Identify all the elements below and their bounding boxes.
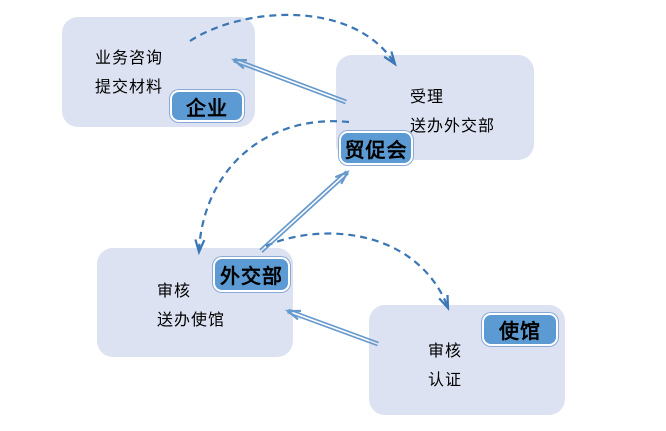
node-text-line: 送办使馆 bbox=[157, 310, 226, 329]
node-text-line: 业务咨询 bbox=[95, 48, 164, 67]
node-ccpit-text: 受理 送办外交部 bbox=[410, 82, 495, 140]
edge-solid-mfa-to-ccpit bbox=[259, 170, 350, 253]
node-text-line: 审核 bbox=[428, 341, 463, 360]
badge-embassy: 使馆 bbox=[482, 313, 558, 346]
node-mfa: 审核 送办使馆 外交部 bbox=[97, 248, 293, 357]
node-text-line: 送办外交部 bbox=[410, 116, 496, 135]
edge-solid-embassy-to-mfa bbox=[284, 308, 379, 347]
node-text-line: 受理 bbox=[410, 87, 445, 106]
edge-dashed-ccpit-to-mfa bbox=[194, 120, 350, 256]
node-ccpit: 受理 送办外交部 贸促会 bbox=[336, 55, 534, 165]
badge-mfa: 外交部 bbox=[213, 257, 290, 292]
node-embassy: 审核 认证 使馆 bbox=[369, 305, 565, 415]
node-mfa-text: 审核 送办使馆 bbox=[157, 276, 225, 334]
badge-enterprise: 企业 bbox=[170, 90, 244, 122]
node-text-line: 审核 bbox=[157, 281, 192, 300]
node-embassy-text: 审核 认证 bbox=[428, 336, 462, 394]
edge-dashed-mfa-to-embassy bbox=[265, 232, 450, 311]
node-text-line: 认证 bbox=[428, 370, 463, 389]
node-enterprise: 业务咨询 提交材料 企业 bbox=[62, 17, 255, 127]
node-text-line: 提交材料 bbox=[95, 77, 164, 96]
badge-ccpit: 贸促会 bbox=[339, 131, 413, 165]
node-enterprise-text: 业务咨询 提交材料 bbox=[95, 43, 163, 101]
